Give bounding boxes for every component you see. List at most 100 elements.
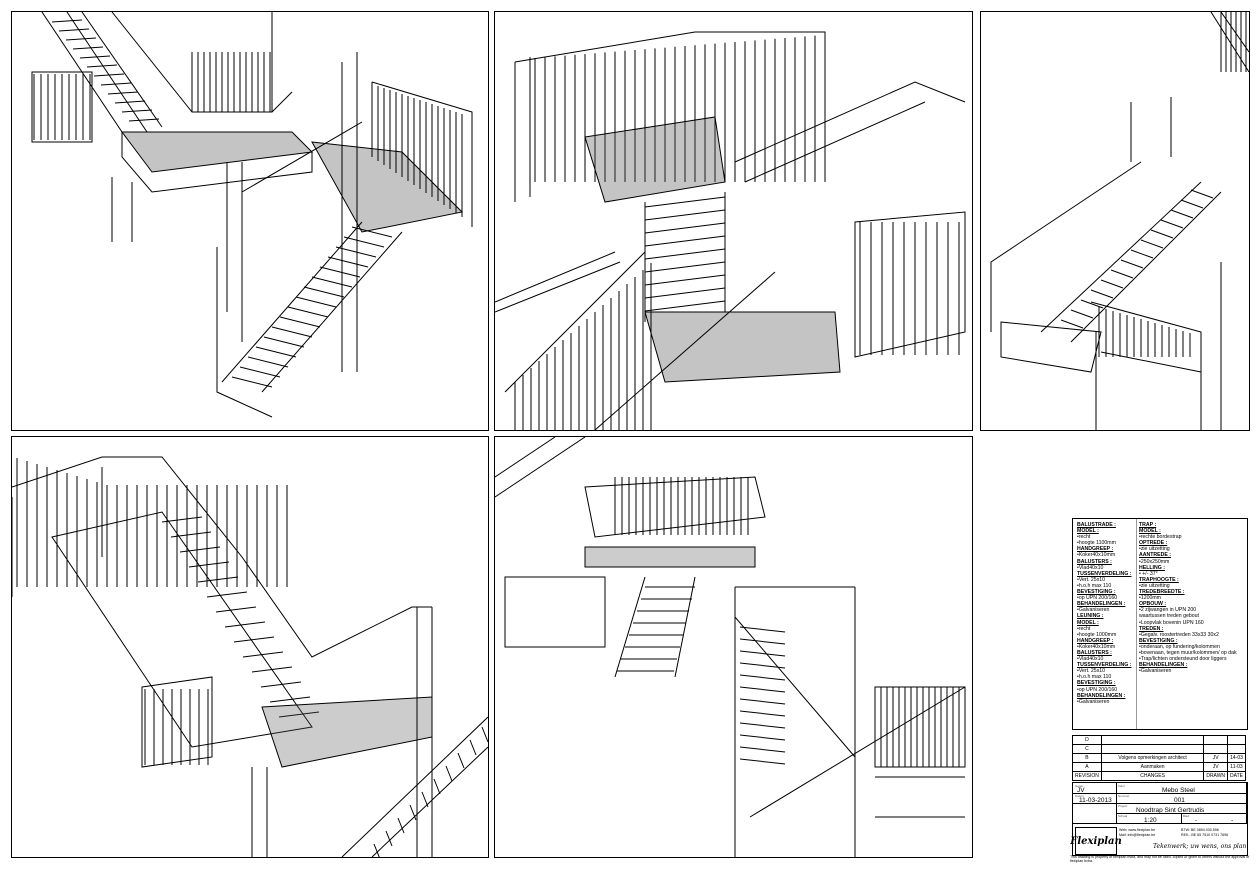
staircase-drawing-5 xyxy=(495,437,966,857)
spec-line: MODEL : xyxy=(1139,528,1161,535)
drawing-line xyxy=(255,346,297,358)
revision-cell: 11-03 xyxy=(1227,762,1246,772)
drawn-value: JV xyxy=(1077,787,1085,794)
drawing-line xyxy=(469,739,477,756)
spec-line: TREDEBREEDTE : xyxy=(1139,589,1185,596)
revision-cell: 14-03 xyxy=(1227,753,1246,763)
drawing-line xyxy=(1140,239,1164,249)
drawing-line xyxy=(739,686,786,693)
drawing-line xyxy=(128,118,160,122)
revision-cell: CHANGES xyxy=(1100,771,1205,781)
spec-line: • +/- 37° xyxy=(1139,570,1158,577)
drawing-line xyxy=(86,64,118,68)
drawing-line xyxy=(739,722,786,729)
drawing-line xyxy=(260,681,302,688)
revision-cell: Volgens opmerkingen architect xyxy=(1100,753,1205,763)
property-notice: This drawing is property of flexiplan bv… xyxy=(1070,855,1250,863)
drawing-line xyxy=(72,46,104,50)
view-isometric-2 xyxy=(494,11,973,431)
drawing-line xyxy=(373,843,380,857)
drawing-line xyxy=(100,82,132,86)
drawing-line xyxy=(644,209,726,221)
scale-cell: Schaal 1:20 xyxy=(1116,813,1182,824)
spec-line: •Koker40x10mm xyxy=(1077,643,1116,650)
view-isometric-5 xyxy=(494,436,973,858)
spec-line: •Loopvlak bovenin UPN 160 xyxy=(1139,619,1204,626)
spec-line: •250x250mm xyxy=(1139,558,1170,565)
spec-line: •Vert. 25x10 xyxy=(1077,668,1106,675)
drawing-line xyxy=(739,734,786,741)
spec-line: •zie uitzetting xyxy=(1139,546,1170,553)
drawing-line xyxy=(51,19,83,23)
upper-flight-treads xyxy=(51,19,160,122)
revision-cell xyxy=(1100,744,1205,754)
drawing-line xyxy=(644,287,726,299)
scale-value: 1:20 xyxy=(1144,817,1157,824)
drawing-line xyxy=(1080,299,1104,309)
drawing-line xyxy=(107,91,139,95)
drawing-line xyxy=(1090,289,1114,299)
drawing-line xyxy=(269,696,311,703)
spec-line: •Galvaniseren xyxy=(1077,698,1110,705)
revision-cell: A xyxy=(1072,762,1102,772)
spec-line: BALUSTERS : xyxy=(1077,649,1112,656)
spec-line: •recht xyxy=(1077,625,1091,632)
flexiplan-logo: Flexiplan xyxy=(1070,827,1122,855)
drawing-line xyxy=(215,606,257,613)
spec-line: •zie uitzetting xyxy=(1139,582,1170,589)
revision-cell: DRAWN xyxy=(1203,771,1229,781)
revision-cell xyxy=(1227,744,1246,754)
drawing-line xyxy=(278,711,320,718)
drawing-line xyxy=(644,196,726,208)
drawing-line xyxy=(251,666,293,673)
drawing-line xyxy=(179,546,221,553)
drawing-line xyxy=(739,710,786,717)
drawing-line xyxy=(397,817,405,834)
spec-line: BEHANDELINGEN : xyxy=(1077,692,1126,699)
revision-cell xyxy=(1203,744,1229,754)
spec-line: •Vlad40x10 xyxy=(1077,564,1104,571)
drawing-line xyxy=(295,296,337,308)
drawing-line xyxy=(1170,209,1194,219)
spec-line: •Galvaniseren xyxy=(1139,668,1172,675)
drawing-line xyxy=(644,274,726,286)
revision-cell: JV xyxy=(1203,762,1229,772)
number-value: 001 xyxy=(1174,797,1185,804)
revision-cell: DATE xyxy=(1227,771,1246,781)
drawing-line xyxy=(233,636,275,643)
drawing-line xyxy=(739,662,786,669)
spec-line: •rechte bordestrap xyxy=(1139,534,1182,541)
drawing-line xyxy=(311,276,353,288)
drawing-line xyxy=(263,336,305,348)
spec-line: BEVESTIGING : xyxy=(1077,680,1116,687)
revision-cell: REVISION xyxy=(1072,771,1102,781)
drawing-line xyxy=(224,621,266,628)
date-value: 11-03-2013 xyxy=(1079,797,1112,804)
spec-line: BEHANDELINGEN : xyxy=(1139,662,1188,669)
drawing-line xyxy=(231,376,273,388)
revision-cell: D xyxy=(1072,735,1102,745)
staircase-drawing-3 xyxy=(990,12,1249,430)
motto: Tekenwerk; uw wens, ons plan xyxy=(1153,843,1247,850)
spec-line: •op UPN 200/160 xyxy=(1077,686,1118,693)
spec-line: TUSSENVERDELING : xyxy=(1077,662,1132,669)
spec-line: BEVESTIGING : xyxy=(1139,637,1178,644)
drawing-line xyxy=(644,235,726,247)
drawing-line xyxy=(445,765,453,782)
spec-line: •h.o.h max 110 xyxy=(1077,582,1112,589)
drawing-line xyxy=(170,531,212,538)
revision-cell xyxy=(1227,735,1246,745)
drawing-line xyxy=(1190,189,1214,199)
drawing-line xyxy=(739,650,786,657)
spec-line: •hoogte 1000mm xyxy=(1077,631,1117,638)
spec-line: •Vlad40x10 xyxy=(1077,656,1104,663)
drawing-line xyxy=(644,261,726,273)
drawing-line xyxy=(343,236,385,248)
drawing-line xyxy=(65,37,97,41)
spec-line: BALUSTERS : xyxy=(1077,558,1112,565)
spec-line: •onderaan, op fundering/kolommen xyxy=(1139,643,1220,650)
spec-line: •2 zijwangen in UPN 200 xyxy=(1139,607,1197,614)
